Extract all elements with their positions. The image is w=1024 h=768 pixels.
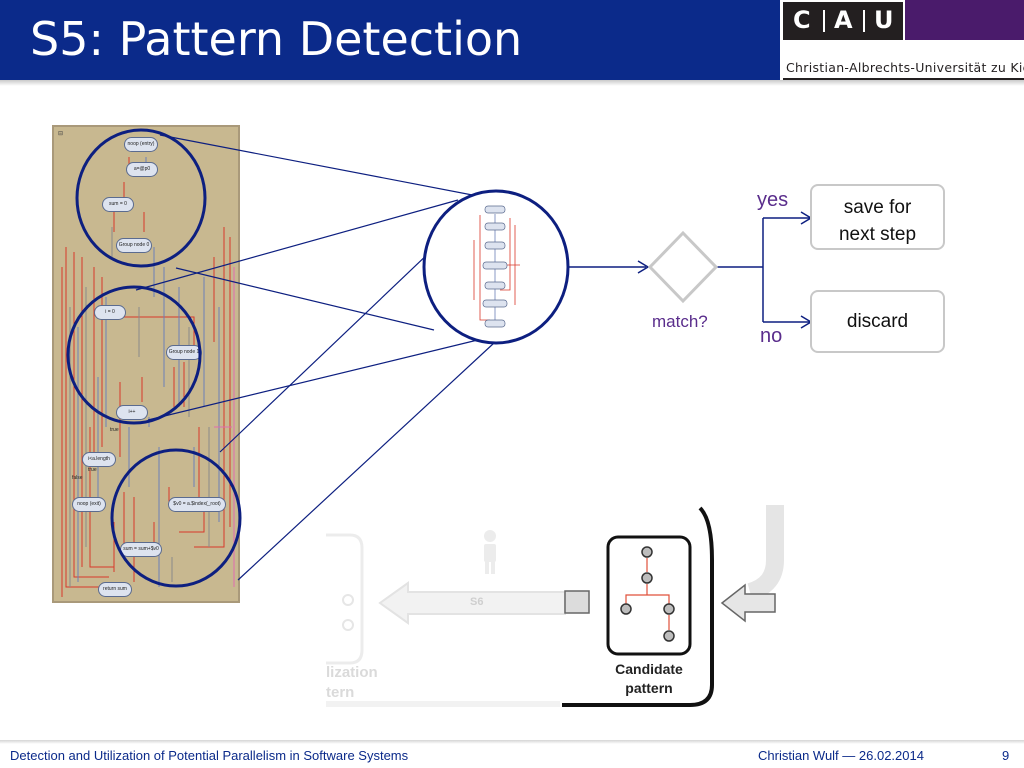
footer-rule xyxy=(0,740,1024,744)
no-label: no xyxy=(760,325,783,347)
save-outcome-line1: save for xyxy=(843,197,912,218)
graph-node-sum-add: sum = sum+$v0 xyxy=(120,542,162,557)
graph-node-return: return sum xyxy=(98,582,132,597)
faded-pipeline xyxy=(326,505,784,707)
candidate-label-line1: Candidate xyxy=(615,661,683,677)
footer-title: Detection and Utilization of Potential P… xyxy=(10,748,409,763)
graph-node-group-1: Group node 1 xyxy=(166,345,202,360)
faded-label-line1: lization xyxy=(326,664,378,681)
faded-label-line2: tern xyxy=(326,684,355,701)
zoom-line xyxy=(219,209,475,453)
discard-outcome-box: discard xyxy=(810,290,945,353)
header-shadow xyxy=(0,80,1024,86)
discard-outcome-label: discard xyxy=(846,311,909,332)
page-number: 9 xyxy=(1002,748,1010,763)
footer-author-date: Christian Wulf — 26.02.2014 xyxy=(758,748,924,763)
zoom-line xyxy=(237,342,495,581)
save-outcome-line2: next step xyxy=(838,224,917,245)
graph-edges xyxy=(61,157,235,597)
graph-node-entry: noop (entry) xyxy=(124,137,158,152)
save-outcome-box: save for next step xyxy=(810,184,945,250)
logo-letter-block: C A U xyxy=(783,2,903,40)
slide-title: S5: Pattern Detection xyxy=(30,12,523,66)
graph-node-assign-a: a=@p0 xyxy=(126,162,158,177)
arrow-head xyxy=(637,260,650,274)
edge-label-false: false xyxy=(72,475,83,481)
logo-rule xyxy=(783,78,1024,80)
logo-divider xyxy=(823,10,825,32)
logo-letter-a: A xyxy=(834,6,853,34)
logo-letter-u: U xyxy=(874,6,894,34)
title-bar: S5: Pattern Detection xyxy=(0,0,780,80)
candidate-label-line2: pattern xyxy=(625,680,673,696)
control-flow-graph: ⊟ noop (entry) a=@p0 sum = 0 Group node … xyxy=(52,125,240,603)
graph-node-condition: i<a.length xyxy=(82,452,116,467)
graph-node-exit: noop (exit) xyxy=(72,497,106,512)
logo-letter-c: C xyxy=(793,6,811,34)
graph-node-i-init: i = 0 xyxy=(94,305,126,320)
edge-label-true: true xyxy=(110,427,119,433)
pattern-circle xyxy=(422,189,570,345)
graph-node-group-0: Group node 0 xyxy=(116,238,152,253)
logo-purple-band xyxy=(905,0,1024,40)
logo-subtitle: Christian-Albrechts-Universität zu Kiel xyxy=(786,60,1024,75)
pattern-mini-graph xyxy=(473,205,520,328)
candidate-pattern-label: Candidate pattern xyxy=(608,660,690,698)
candidate-frame xyxy=(606,535,692,656)
graph-node-increment: i++ xyxy=(116,405,148,420)
edge-label-true: true xyxy=(88,467,97,473)
graph-node-sum-init: sum = 0 xyxy=(102,197,134,212)
step-label-s6: S6 xyxy=(470,596,484,608)
collapse-icon[interactable]: ⊟ xyxy=(58,131,64,137)
decision-label: match? xyxy=(652,312,708,331)
yes-label: yes xyxy=(757,189,789,211)
decision-diamond xyxy=(647,230,719,304)
logo-divider xyxy=(863,10,865,32)
graph-node-array-access: $v0 = a.$index(_root) xyxy=(168,497,226,512)
